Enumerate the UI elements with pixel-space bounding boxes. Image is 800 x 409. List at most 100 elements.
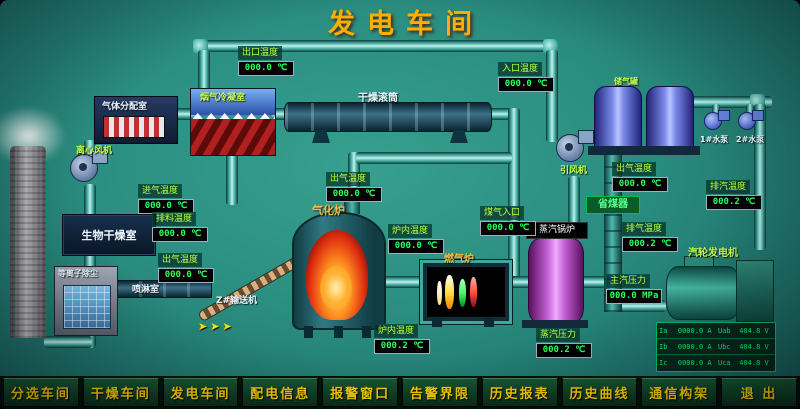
gauge-value: 000.0 ℃: [498, 77, 554, 92]
gauge-label: 炉内温度: [374, 324, 419, 338]
plasma-duster: [54, 266, 118, 336]
param-value: 404.8 V: [739, 359, 769, 367]
flame-icon: [459, 279, 466, 307]
nav-button-drying-workshop[interactable]: 干燥车间: [82, 378, 159, 407]
conveyor-label: Z#输送机: [216, 296, 258, 306]
gauge-outgas-temp-econ: 出气温度 000.0 ℃: [612, 156, 668, 192]
nav-button-comm-framework[interactable]: 通信构架: [641, 378, 718, 407]
gauge-label: 煤气入口: [480, 206, 525, 220]
pump2-label: 2#水泵: [736, 135, 765, 144]
flue-condenser-label: 烟气冷凝室: [200, 93, 246, 103]
gauge-value: 000.0 ℃: [238, 61, 294, 76]
gasifier-leg: [362, 326, 371, 338]
nav-button-distribution-info[interactable]: 配电信息: [242, 378, 319, 407]
gauge-label: 排料温度: [152, 212, 197, 226]
fan-outlet-icon: [578, 130, 594, 144]
pipe: [198, 50, 210, 94]
bio-drying-room-label: 生物干燥室: [81, 229, 137, 242]
param-name: Ib: [659, 342, 668, 351]
param-name: Ia: [659, 326, 668, 335]
pipe: [196, 40, 552, 52]
gauge-steam-pressure: 蒸汽压力 000.2 ℃: [536, 322, 592, 358]
gauge-value: 000.2 ℃: [374, 339, 430, 354]
param-value: 404.8 V: [739, 342, 769, 351]
generator-parameter-table: Ia 0000.0 A Uab 404.8 V Ib 0000.0 A Ubc …: [656, 322, 776, 372]
gauge-discharge-temp: 排料温度 000.0 ℃: [152, 206, 208, 242]
nav-button-alarm-limits[interactable]: 告警界限: [401, 378, 478, 407]
param-name: Ic: [659, 359, 668, 367]
gauge-main-steam-pressure: 主汽压力 000.0 MPa: [606, 268, 662, 304]
gauge-value: 000.2 ℃: [536, 343, 592, 358]
gas-distribution-grill: [103, 116, 165, 138]
pipe: [84, 184, 96, 216]
condenser-hot-zone: [191, 119, 275, 155]
gauge-label: 蒸汽压力: [536, 328, 581, 342]
furnace-leg: [432, 318, 442, 327]
boiler-base: [522, 320, 588, 328]
gauge-exhaust-temp: 排气温度 000.2 ℃: [622, 216, 678, 252]
gauge-label: 主汽压力: [606, 274, 651, 288]
steam-boiler: [528, 238, 584, 324]
pipe: [226, 153, 238, 205]
table-row: Ib 0000.0 A Ubc 404.8 V: [657, 339, 775, 355]
gauge-value: 000.0 ℃: [152, 227, 208, 242]
steam-boiler-label: 蒸汽锅炉: [526, 222, 588, 239]
nav-button-alarm-window[interactable]: 报警窗口: [322, 378, 398, 407]
centrifugal-fan-icon: [70, 154, 98, 182]
pipe: [380, 276, 422, 288]
induced-fan-label: 引风机: [560, 166, 588, 176]
gauge-value: 000.2 ℃: [622, 237, 678, 252]
nav-button-power-workshop[interactable]: 发电车间: [162, 378, 239, 407]
gasifier-leg: [334, 326, 343, 338]
drying-drum: [284, 102, 492, 132]
pipe: [356, 152, 512, 164]
pipe: [546, 50, 558, 142]
gauge-gas-inlet-temp: 煤气入口 000.0 ℃: [480, 200, 536, 236]
gauge-value: 000.2 ℃: [706, 195, 762, 210]
pipe: [508, 108, 520, 280]
gauge-value: 000.0 ℃: [388, 239, 444, 254]
nav-button-exit[interactable]: 退 出: [721, 378, 797, 407]
gauge-label: 出口温度: [238, 46, 283, 60]
gauge-outlet-temp: 出口温度 000.0 ℃: [238, 40, 294, 76]
nav-button-history-report[interactable]: 历史报表: [481, 378, 558, 407]
pipe: [580, 276, 608, 288]
tank-platform: [588, 146, 700, 155]
bottom-navbar: 分选车间 干燥车间 发电车间 配电信息 报警窗口 告警界限 历史报表 历史曲线 …: [0, 376, 800, 409]
gasifier-fire-core: [320, 266, 352, 310]
gauge-label: 出气温度: [612, 162, 657, 176]
param-name: Uca: [717, 359, 731, 367]
gauge-outgas-temp-left: 出气温度 000.0 ℃: [158, 247, 214, 283]
gasifier-label: 气化炉: [312, 204, 345, 217]
gauge-label: 炉内温度: [388, 224, 433, 238]
gauge-label: 出气温度: [326, 172, 371, 186]
gauge-label: 排汽温度: [706, 180, 751, 194]
nav-button-history-curve[interactable]: 历史曲线: [561, 378, 638, 407]
gasifier-top-stub: [344, 200, 360, 214]
gas-distribution-label: 气体分配室: [102, 102, 148, 112]
gauge-value: 000.0 ℃: [480, 221, 536, 236]
gauge-value: 000.0 ℃: [612, 177, 668, 192]
plasma-duster-label: 等离子除尘: [58, 269, 98, 278]
param-value: 0000.0 A: [677, 342, 712, 351]
bio-drying-room: 生物干燥室: [62, 214, 156, 256]
turbine-generator-label: 汽轮发电机: [688, 248, 738, 259]
param-value: 404.8 V: [739, 326, 769, 335]
gasifier-leg: [304, 326, 313, 338]
pump1-outlet-icon: [718, 110, 730, 121]
table-row: Ia 0000.0 A Uab 404.8 V: [657, 323, 775, 339]
gauge-value: 000.0 MPa: [606, 289, 662, 304]
plasma-window: [63, 285, 111, 329]
drum-leg: [450, 130, 468, 143]
gas-distribution-room: [94, 96, 178, 144]
furnace-sight-glass: [427, 267, 505, 317]
gauge-intake-temp: 进气温度 000.0 ℃: [138, 178, 194, 214]
param-name: Ubc: [717, 342, 731, 351]
pipe: [84, 252, 96, 270]
page-title: 发电车间: [328, 9, 484, 40]
gauge-value: 000.0 ℃: [326, 187, 382, 202]
nav-button-sorting-workshop[interactable]: 分选车间: [3, 378, 79, 407]
gauge-furnace-inner-temp: 炉内温度 000.0 ℃: [388, 218, 444, 254]
pump2-outlet-icon: [752, 110, 764, 121]
